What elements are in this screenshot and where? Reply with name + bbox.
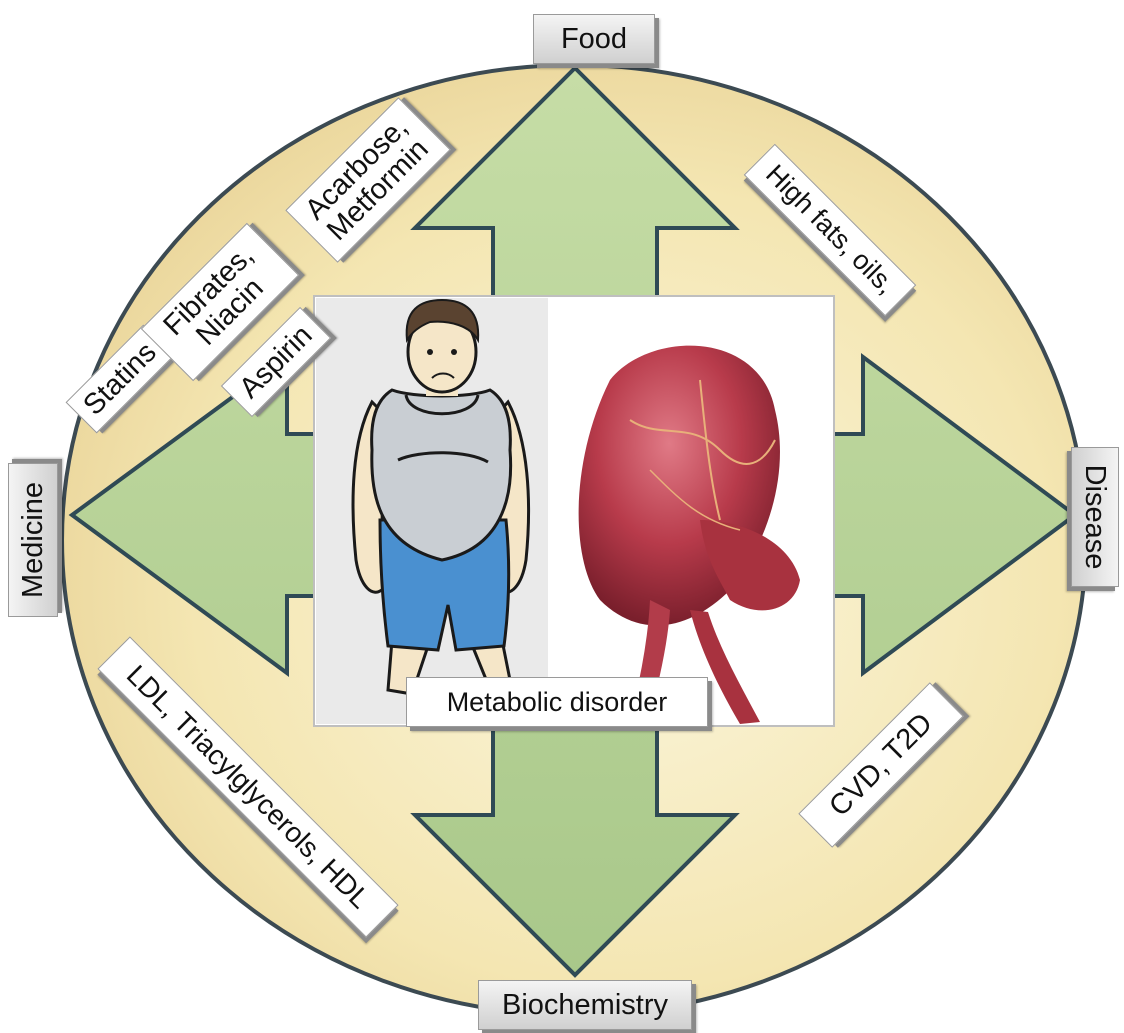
metabolic-disorder-text: Metabolic disorder bbox=[407, 688, 707, 716]
biochemistry-axis-label: Biochemistry bbox=[478, 980, 692, 1030]
disease-axis-text: Disease bbox=[1080, 448, 1110, 586]
food-axis-text: Food bbox=[534, 24, 654, 54]
metabolic-disorder-caption: Metabolic disorder bbox=[406, 677, 708, 727]
biochemistry-axis-text: Biochemistry bbox=[479, 990, 691, 1020]
disease-axis-label: Disease bbox=[1071, 447, 1119, 587]
food-axis-label: Food bbox=[533, 14, 655, 64]
medicine-axis-text: Medicine bbox=[18, 464, 48, 616]
medicine-axis-label: Medicine bbox=[8, 463, 58, 617]
center-image bbox=[314, 296, 834, 726]
